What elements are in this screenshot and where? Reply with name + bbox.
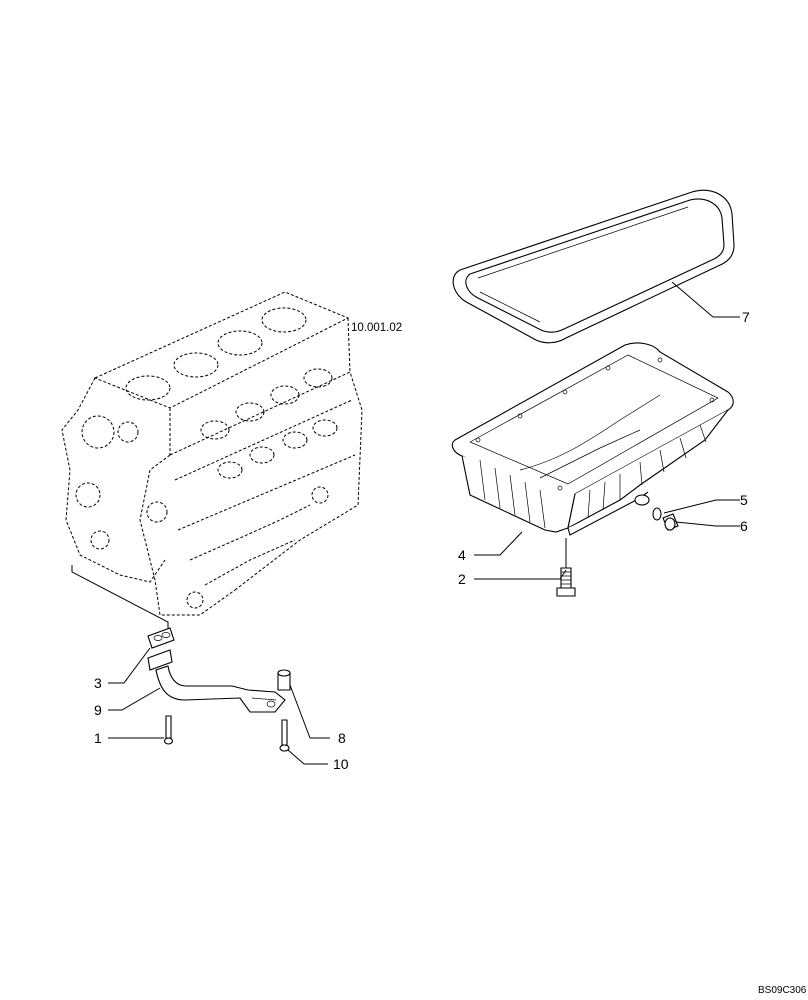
oil-pan-part — [451, 342, 734, 536]
drain-plug-part — [556, 567, 576, 597]
callout-10: 10 — [333, 756, 349, 772]
spacer-part — [277, 669, 291, 691]
callout-5: 5 — [740, 492, 748, 508]
oil-pan-gasket-part — [452, 189, 735, 344]
bolt-part-10 — [279, 719, 290, 752]
callout-6: 6 — [740, 518, 748, 534]
callout-9: 9 — [94, 702, 102, 718]
sealing-washer-part — [652, 507, 662, 521]
callout-8: 8 — [338, 730, 346, 746]
callout-3: 3 — [94, 675, 102, 691]
callout-2: 2 — [458, 571, 466, 587]
pickup-gasket-part — [147, 627, 175, 649]
plug-part — [662, 513, 679, 531]
callout-4: 4 — [458, 547, 466, 563]
callout-1: 1 — [94, 730, 102, 746]
drawing-code: BS09C306 — [758, 985, 807, 996]
bolt-part-1 — [163, 715, 174, 745]
engine-block-phantom — [61, 291, 363, 616]
reference-label: 10.001.02 — [351, 322, 402, 334]
callout-7: 7 — [742, 309, 750, 325]
oil-pickup-tube-part — [147, 649, 286, 713]
